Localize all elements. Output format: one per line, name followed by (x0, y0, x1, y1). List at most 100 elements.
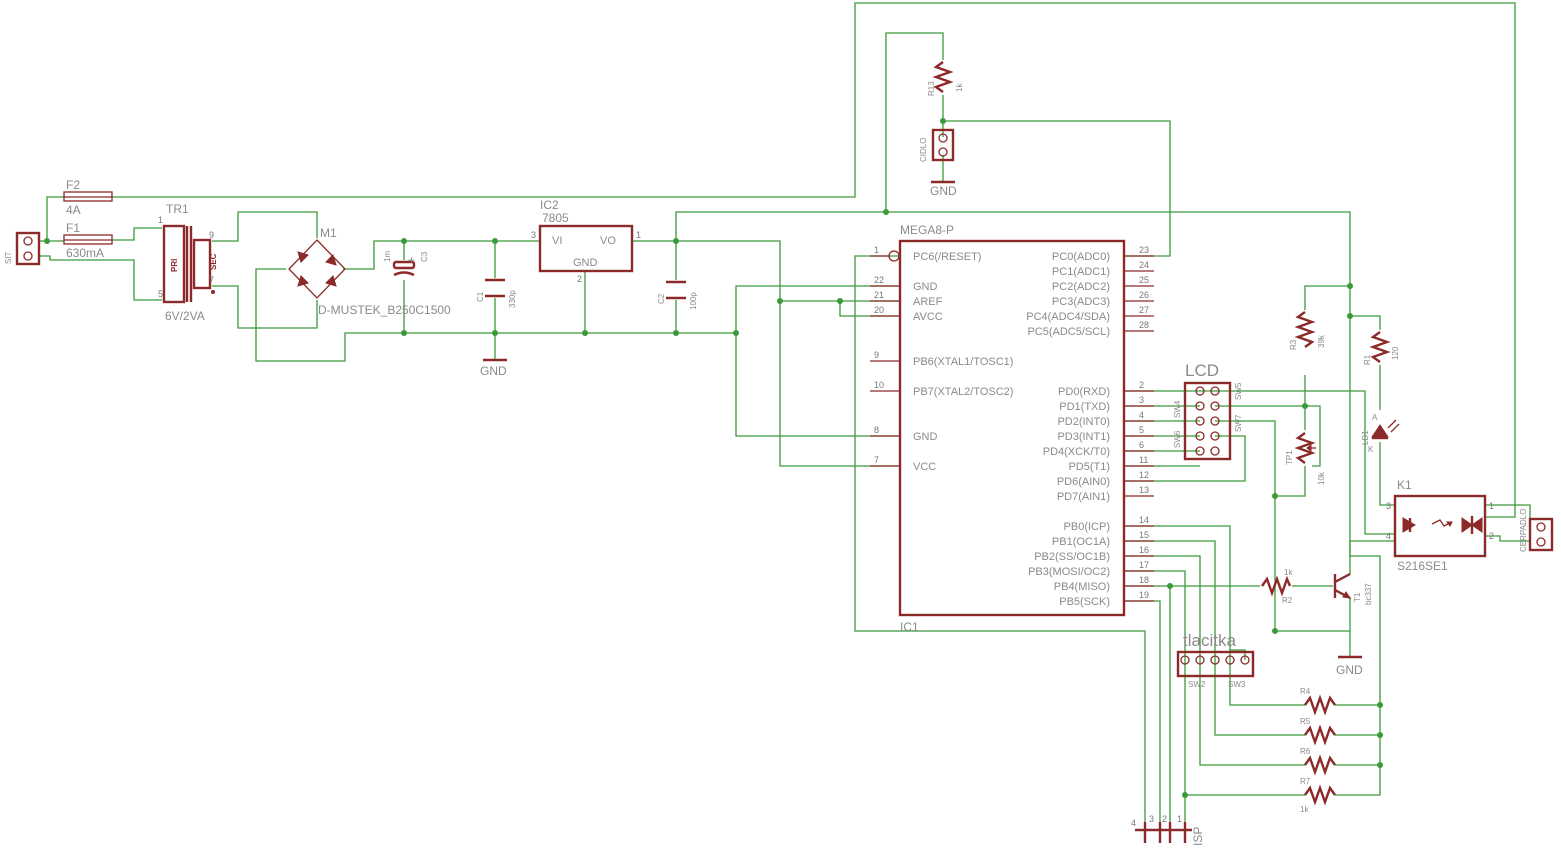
mcu-pin-label: GND (913, 431, 938, 443)
f2-value: 4A (66, 203, 81, 217)
r3-name: R3 (1289, 339, 1298, 350)
svg-text:2: 2 (577, 274, 582, 284)
c3-name: C3 (420, 251, 429, 262)
f1-name: F1 (66, 221, 80, 235)
mcu-pin-number: 23 (1139, 245, 1149, 255)
lcd-pad (1195, 401, 1205, 411)
mcu-pin-number: 22 (874, 275, 884, 285)
mcu-pin-label: PB3(MOSI/OC2) (1028, 566, 1110, 578)
mcu-pin-number: 27 (1139, 305, 1149, 315)
svg-text:SW7: SW7 (1234, 414, 1243, 432)
gnd-symbol-3: GND (1336, 655, 1363, 677)
tr1-pri: PRI (170, 259, 179, 272)
svg-text:GND: GND (480, 364, 507, 378)
mcu-ic1: MEGA8-P IC1 1PC6(/RESET)22GND21AREF20AVC… (870, 223, 1154, 634)
r1-name: R1 (1363, 354, 1372, 365)
mcu-pin-label: PC2(ADC2) (1052, 281, 1110, 293)
tp1-name: TP1 (1285, 450, 1294, 465)
svg-text:3: 3 (1149, 814, 1154, 824)
lcd-pad (1210, 401, 1220, 411)
mcu-pin-number: 14 (1139, 515, 1149, 525)
capacitor-c3: + 1m C3 (383, 251, 429, 277)
mcu-pin-label: PD3(INT1) (1057, 431, 1110, 443)
tr1-value: 6V/2VA (165, 309, 205, 323)
resistor-r13: R13 1k (927, 61, 964, 96)
bridge-m1: M1 D-MUSTEK_B250C1500 (288, 226, 451, 317)
mcu-pin-label: PB4(MISO) (1054, 581, 1110, 593)
mcu-pin-number: 20 (874, 305, 884, 315)
tr1-name: TR1 (166, 202, 189, 216)
junctions (44, 118, 1383, 798)
svg-text:3: 3 (531, 230, 536, 240)
mcu-pin-number: 25 (1139, 275, 1149, 285)
resistor-r3: R3 39k (1289, 311, 1326, 350)
capacitor-c1: C1 330p (476, 278, 517, 308)
mcu-pin-number: 17 (1139, 560, 1149, 570)
mcu-pin-number: 15 (1139, 530, 1149, 540)
svg-text:GND: GND (930, 184, 957, 198)
svg-text:9: 9 (209, 230, 214, 240)
k1-name: K1 (1397, 478, 1412, 492)
lcd-pad (1210, 431, 1220, 441)
svg-text:SW2: SW2 (1188, 680, 1206, 689)
lcd-pad (1195, 416, 1205, 426)
mcu-pin-label: PB2(SS/OC1B) (1034, 551, 1110, 563)
capacitor-c2: C2 100p (657, 280, 698, 310)
m1-name: M1 (320, 226, 337, 240)
resistor-r1: R1 120 (1363, 331, 1400, 365)
sit-label: SIT (4, 251, 13, 264)
mcu-pin-number: 16 (1139, 545, 1149, 555)
mcu-ref: IC1 (900, 620, 919, 634)
mcu-pin-label: PC1(ADC1) (1052, 266, 1110, 278)
mcu-pin-label: AREF (913, 296, 943, 308)
mcu-pin-number: 13 (1139, 485, 1149, 495)
svg-text:SW5: SW5 (1234, 382, 1243, 400)
trimmer-tp1: TP1 10k (1285, 432, 1326, 485)
f2-name: F2 (66, 178, 80, 192)
svg-text:1k: 1k (1300, 805, 1309, 814)
k1-value: S216SE1 (1397, 559, 1448, 573)
svg-text:VO: VO (600, 235, 616, 247)
wires (39, 2, 1531, 822)
led-ld1: LD1 A K (1361, 413, 1400, 454)
r2-value: 1k (1284, 568, 1293, 577)
mcu-pin-number: 8 (874, 425, 879, 435)
fuse-f1: F1 630mA (63, 221, 113, 260)
mcu-pin-label: PC4(ADC4/SDA) (1026, 311, 1110, 323)
svg-text:GND: GND (573, 257, 598, 269)
svg-text:K: K (1368, 445, 1374, 454)
ld1-name: LD1 (1361, 430, 1370, 445)
mcu-pin-number: 26 (1139, 290, 1149, 300)
mcu-pin-label: PB0(ICP) (1064, 521, 1110, 533)
svg-text:1: 1 (636, 230, 641, 240)
t1-name: T1 (1353, 592, 1362, 602)
svg-text:1: 1 (158, 215, 163, 225)
cidlo-label: CIDLO (919, 138, 928, 162)
cerpadlo-connector: CERPADLO (1519, 509, 1554, 552)
svg-text:1: 1 (1177, 814, 1182, 824)
c3-value: 1m (383, 251, 392, 262)
isp-label: ISP (1191, 827, 1205, 846)
svg-text:3: 3 (1386, 501, 1391, 511)
mcu-pin-label: PC3(ADC3) (1052, 296, 1110, 308)
t1-value: bc337 (1364, 583, 1373, 605)
lcd-pad (1195, 446, 1205, 456)
isp-connector: ISP 4 3 2 1 (1131, 814, 1205, 846)
c1-name: C1 (476, 291, 485, 302)
resistor-r4: R4 (1300, 687, 1336, 716)
buttons-label: tlacitka (1183, 631, 1236, 650)
mcu-pin-number: 7 (874, 455, 879, 465)
mcu-pin-label: PC5(ADC5/SCL) (1027, 326, 1110, 338)
regulator-ic2: 7805 IC2 VI VO GND 3 1 2 (531, 198, 641, 284)
svg-text:4: 4 (1131, 818, 1136, 828)
lcd-pad (1210, 446, 1220, 456)
svg-text:A: A (1372, 413, 1378, 422)
mcu-pin-label: PD1(TXD) (1059, 401, 1110, 413)
lcd-pad (1195, 386, 1205, 396)
mcu-pin-number: 9 (874, 350, 879, 360)
mcu-pin-label: AVCC (913, 311, 943, 323)
mcu-pin-number: 21 (874, 290, 884, 300)
mcu-pin-number: 12 (1139, 470, 1149, 480)
mcu-pin-label: PD0(RXD) (1058, 386, 1110, 398)
